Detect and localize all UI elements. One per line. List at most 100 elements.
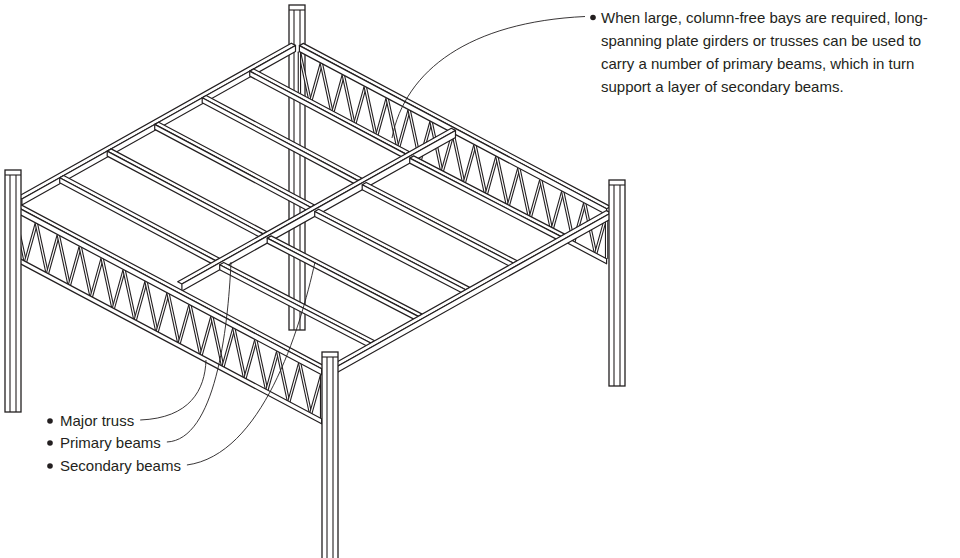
column-web: [15, 175, 16, 412]
truss-web: [47, 235, 58, 274]
truss-top-chord: [14, 206, 321, 375]
truss-web: [376, 98, 387, 137]
truss-web: [190, 305, 201, 356]
edge-beam: [337, 213, 611, 373]
secondary-beam: [267, 238, 418, 321]
column-web: [619, 185, 620, 386]
secondary-beam: [250, 71, 406, 159]
bullet-dot: [47, 418, 53, 424]
truss-web: [102, 258, 113, 309]
callout-label: Major truss: [60, 411, 134, 431]
truss-web: [508, 168, 519, 207]
column-web: [326, 357, 327, 558]
truss-web: [245, 340, 256, 379]
callout-label: Secondary beams: [60, 456, 181, 476]
truss-web: [310, 63, 321, 102]
truss-end-post: [299, 52, 300, 96]
secondary-beam: [155, 124, 311, 212]
truss-web: [113, 270, 124, 309]
truss-web: [179, 305, 190, 344]
bullet-dot: [47, 440, 53, 446]
truss-web: [332, 75, 343, 114]
column-web: [332, 357, 333, 558]
truss-web: [234, 328, 245, 379]
leader-line: [187, 262, 315, 465]
truss-web: [289, 363, 300, 402]
steel-column: [609, 180, 625, 386]
column-flange: [5, 170, 21, 412]
truss-web: [245, 340, 256, 379]
steel-column: [322, 352, 338, 558]
truss-web: [168, 293, 179, 344]
edge-beam: [333, 211, 611, 367]
column-web: [299, 10, 300, 330]
truss-web: [354, 87, 365, 126]
truss-web: [124, 270, 135, 321]
bullet-dot: [47, 463, 53, 469]
truss-top-chord: [14, 203, 325, 368]
truss-web: [69, 247, 80, 286]
truss-web: [234, 328, 245, 379]
truss-web: [135, 282, 146, 321]
secondary-beam: [107, 151, 263, 239]
truss-web: [289, 363, 300, 402]
truss-web: [91, 258, 102, 297]
truss-web: [398, 110, 409, 149]
column-web: [293, 10, 294, 330]
truss-web: [91, 258, 102, 297]
truss-web: [530, 180, 541, 219]
truss-web: [332, 75, 343, 114]
truss-web: [201, 317, 212, 356]
callout-label: Primary beams: [60, 433, 161, 453]
column-web: [9, 175, 10, 412]
truss-web: [80, 247, 91, 298]
leader-group: [140, 17, 585, 466]
secondary-beam: [202, 98, 358, 186]
column-flange: [322, 352, 338, 558]
truss-web: [300, 363, 311, 414]
steel-column: [5, 170, 21, 412]
truss-web: [530, 180, 541, 219]
truss-web: [256, 340, 267, 391]
truss-web: [102, 258, 113, 309]
truss-web: [552, 192, 563, 231]
truss-web: [47, 235, 58, 274]
column-flange: [609, 180, 625, 386]
truss-web: [146, 282, 157, 333]
truss-web: [113, 270, 124, 309]
truss-web: [124, 270, 135, 321]
callout-note: When large, column-free bays are require…: [601, 6, 957, 98]
truss-web: [25, 223, 36, 262]
truss-web: [80, 247, 91, 298]
leader-line: [392, 17, 585, 139]
major-truss: [14, 203, 325, 423]
column-cap: [5, 174, 21, 175]
truss-web: [464, 145, 475, 184]
truss-web: [168, 293, 179, 344]
truss-web: [267, 352, 278, 391]
truss-web: [508, 168, 519, 207]
truss-web: [212, 317, 223, 368]
column-web: [613, 185, 614, 386]
truss-web: [36, 223, 47, 274]
truss-web: [300, 363, 311, 414]
truss-web: [36, 223, 47, 274]
truss-web: [179, 305, 190, 344]
bullet-group: [47, 15, 596, 469]
truss-web: [267, 352, 278, 391]
truss-web: [157, 293, 168, 332]
truss-web: [25, 223, 36, 262]
truss-web: [278, 352, 289, 403]
truss-web: [146, 282, 157, 333]
truss-web: [486, 157, 497, 196]
truss-web: [464, 145, 475, 184]
bullet-dot: [590, 15, 596, 21]
truss-web: [135, 282, 146, 321]
truss-web: [552, 192, 563, 231]
column-group: [5, 170, 625, 558]
truss-web: [376, 98, 387, 137]
floor-framing: [18, 43, 611, 372]
truss-web: [212, 317, 223, 368]
secondary-beam: [362, 185, 513, 268]
